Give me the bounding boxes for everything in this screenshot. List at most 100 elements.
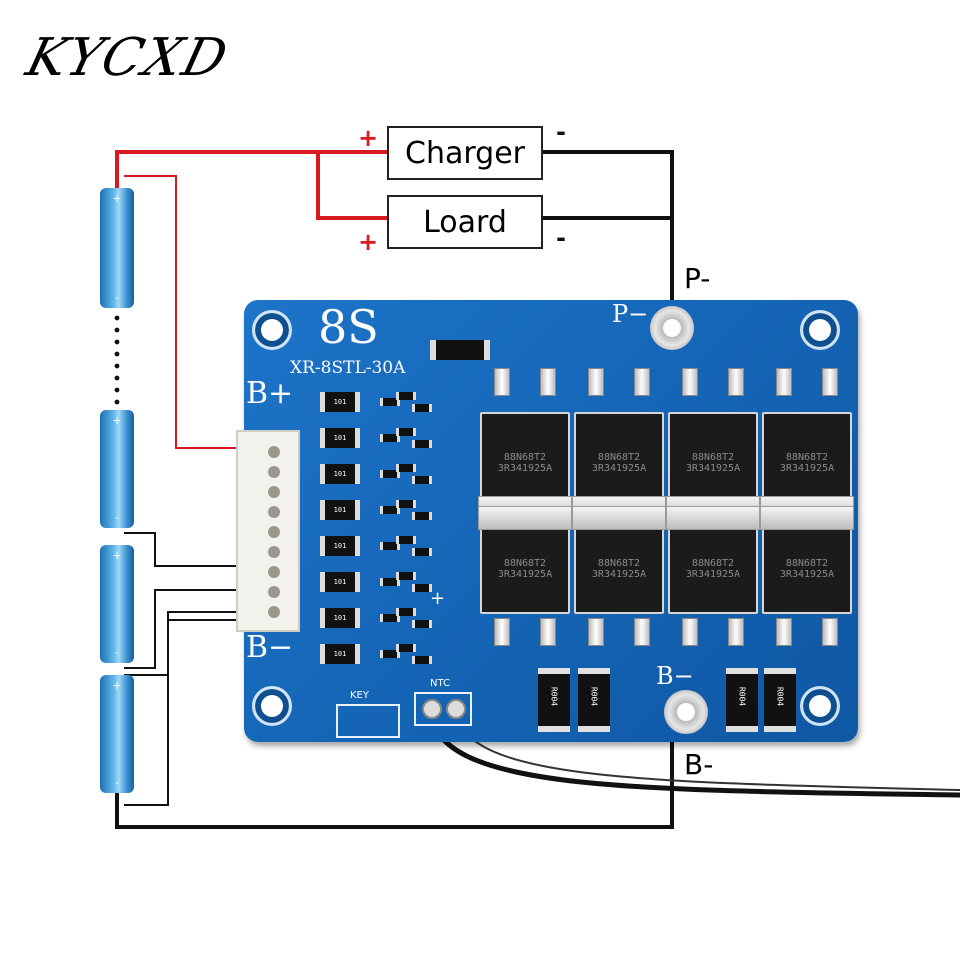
mosfet-part-number: 88N68T2: [785, 558, 829, 569]
mosfet-lot-code: 3R341925A: [779, 463, 835, 474]
connector-pin: [268, 586, 280, 598]
shunt-text: R004: [775, 686, 785, 707]
mosfet-lot-code: 3R341925A: [685, 569, 741, 580]
charger-negative-wire: [540, 150, 674, 300]
smd-component: [380, 434, 400, 442]
balance-wire-4: [124, 611, 240, 676]
ntc-solder-pad: [446, 699, 466, 719]
bms-pcb-board: 8S XR-8STL-30A B+ B− P− B− KEY NTC + 101…: [244, 300, 858, 742]
mosfet-lead: [728, 368, 744, 396]
plus-mark: +: [430, 588, 446, 609]
mosfet-tab: [572, 506, 666, 530]
connector-pin: [268, 506, 280, 518]
mosfet-part-number: 88N68T2: [597, 558, 641, 569]
mosfet-part-number: 88N68T2: [503, 558, 547, 569]
shunt-resistor: R004: [764, 668, 796, 732]
balance-resistor: 101: [320, 392, 360, 412]
balance-resistor: 101: [320, 644, 360, 664]
battery-cell-2: + -: [100, 410, 134, 528]
model-label: XR-8STL-30A: [290, 358, 406, 378]
diode-component: [430, 340, 490, 360]
smd-component: [412, 476, 432, 484]
mosfet-lead: [494, 618, 510, 646]
mosfet-lead: [776, 618, 792, 646]
mosfet-tab: [666, 506, 760, 530]
mosfet-lead: [822, 368, 838, 396]
balance-resistor: 101: [320, 572, 360, 592]
cell-negative-mark: -: [115, 511, 119, 524]
mosfet-part-number: 88N68T2: [691, 452, 735, 463]
positive-main-wire: [115, 150, 388, 190]
charger-minus-sign: -: [556, 118, 566, 146]
balance-resistor: 101: [320, 500, 360, 520]
balance-wire-bottom: [124, 619, 240, 806]
cell-negative-mark: -: [115, 776, 119, 789]
cell-negative-mark: -: [115, 291, 119, 304]
connector-pin: [268, 486, 280, 498]
mosfet-lot-code: 3R341925A: [685, 463, 741, 474]
smd-component: [380, 470, 400, 478]
mosfet-lot-code: 3R341925A: [779, 569, 835, 580]
smd-component: [396, 428, 416, 436]
balance-wire-top: [124, 175, 240, 449]
mosfet-lot-code: 3R341925A: [497, 569, 553, 580]
mosfet-lead: [588, 368, 604, 396]
balance-resistor: 101: [320, 536, 360, 556]
smd-component: [412, 620, 432, 628]
p-minus-terminal-label: P-: [684, 262, 711, 295]
mosfet-lead: [634, 618, 650, 646]
smd-component: [396, 464, 416, 472]
balance-resistor: 101: [320, 428, 360, 448]
connector-pin: [268, 606, 280, 618]
smd-component: [412, 548, 432, 556]
load-plus-sign: +: [358, 228, 379, 256]
smd-component: [396, 572, 416, 580]
shunt-resistor: R004: [726, 668, 758, 732]
mosfet-lot-code: 3R341925A: [497, 463, 553, 474]
smd-component: [380, 578, 400, 586]
load-box: Loard: [387, 195, 543, 249]
balance-wire-3: [124, 589, 240, 669]
charger-box: Charger: [387, 126, 543, 180]
mosfet-tab: [478, 506, 572, 530]
shunt-text: R004: [549, 686, 559, 707]
mosfet-lead: [682, 618, 698, 646]
smd-component: [396, 644, 416, 652]
mosfet-lead: [494, 368, 510, 396]
key-switch-pad: [336, 704, 400, 738]
smd-component: [380, 398, 400, 406]
balance-connector: [236, 430, 300, 632]
b-minus-stud: [664, 690, 708, 734]
shunt-text: R004: [589, 686, 599, 707]
b-minus-terminal-label: B-: [684, 748, 714, 781]
connector-pin: [268, 546, 280, 558]
smd-component: [380, 650, 400, 658]
mosfet-part-number: 88N68T2: [691, 558, 735, 569]
shunt-text: R004: [737, 686, 747, 707]
smd-component: [412, 404, 432, 412]
cell-positive-mark: +: [112, 414, 122, 427]
balance-resistor: 101: [320, 464, 360, 484]
mounting-hole: [252, 310, 292, 350]
smd-component: [396, 608, 416, 616]
mosfet-lead: [682, 368, 698, 396]
p-minus-stud: [650, 306, 694, 350]
mosfet-lot-code: 3R341925A: [591, 569, 647, 580]
mounting-hole: [800, 310, 840, 350]
mosfet-tab: [760, 506, 854, 530]
connector-pin: [268, 446, 280, 458]
smd-component: [380, 614, 400, 622]
smd-component: [380, 542, 400, 550]
mosfet-lead: [540, 618, 556, 646]
mosfet-lot-code: 3R341925A: [591, 463, 647, 474]
mosfet-lead: [588, 618, 604, 646]
mosfet-lead: [822, 618, 838, 646]
mosfet-lead: [634, 368, 650, 396]
